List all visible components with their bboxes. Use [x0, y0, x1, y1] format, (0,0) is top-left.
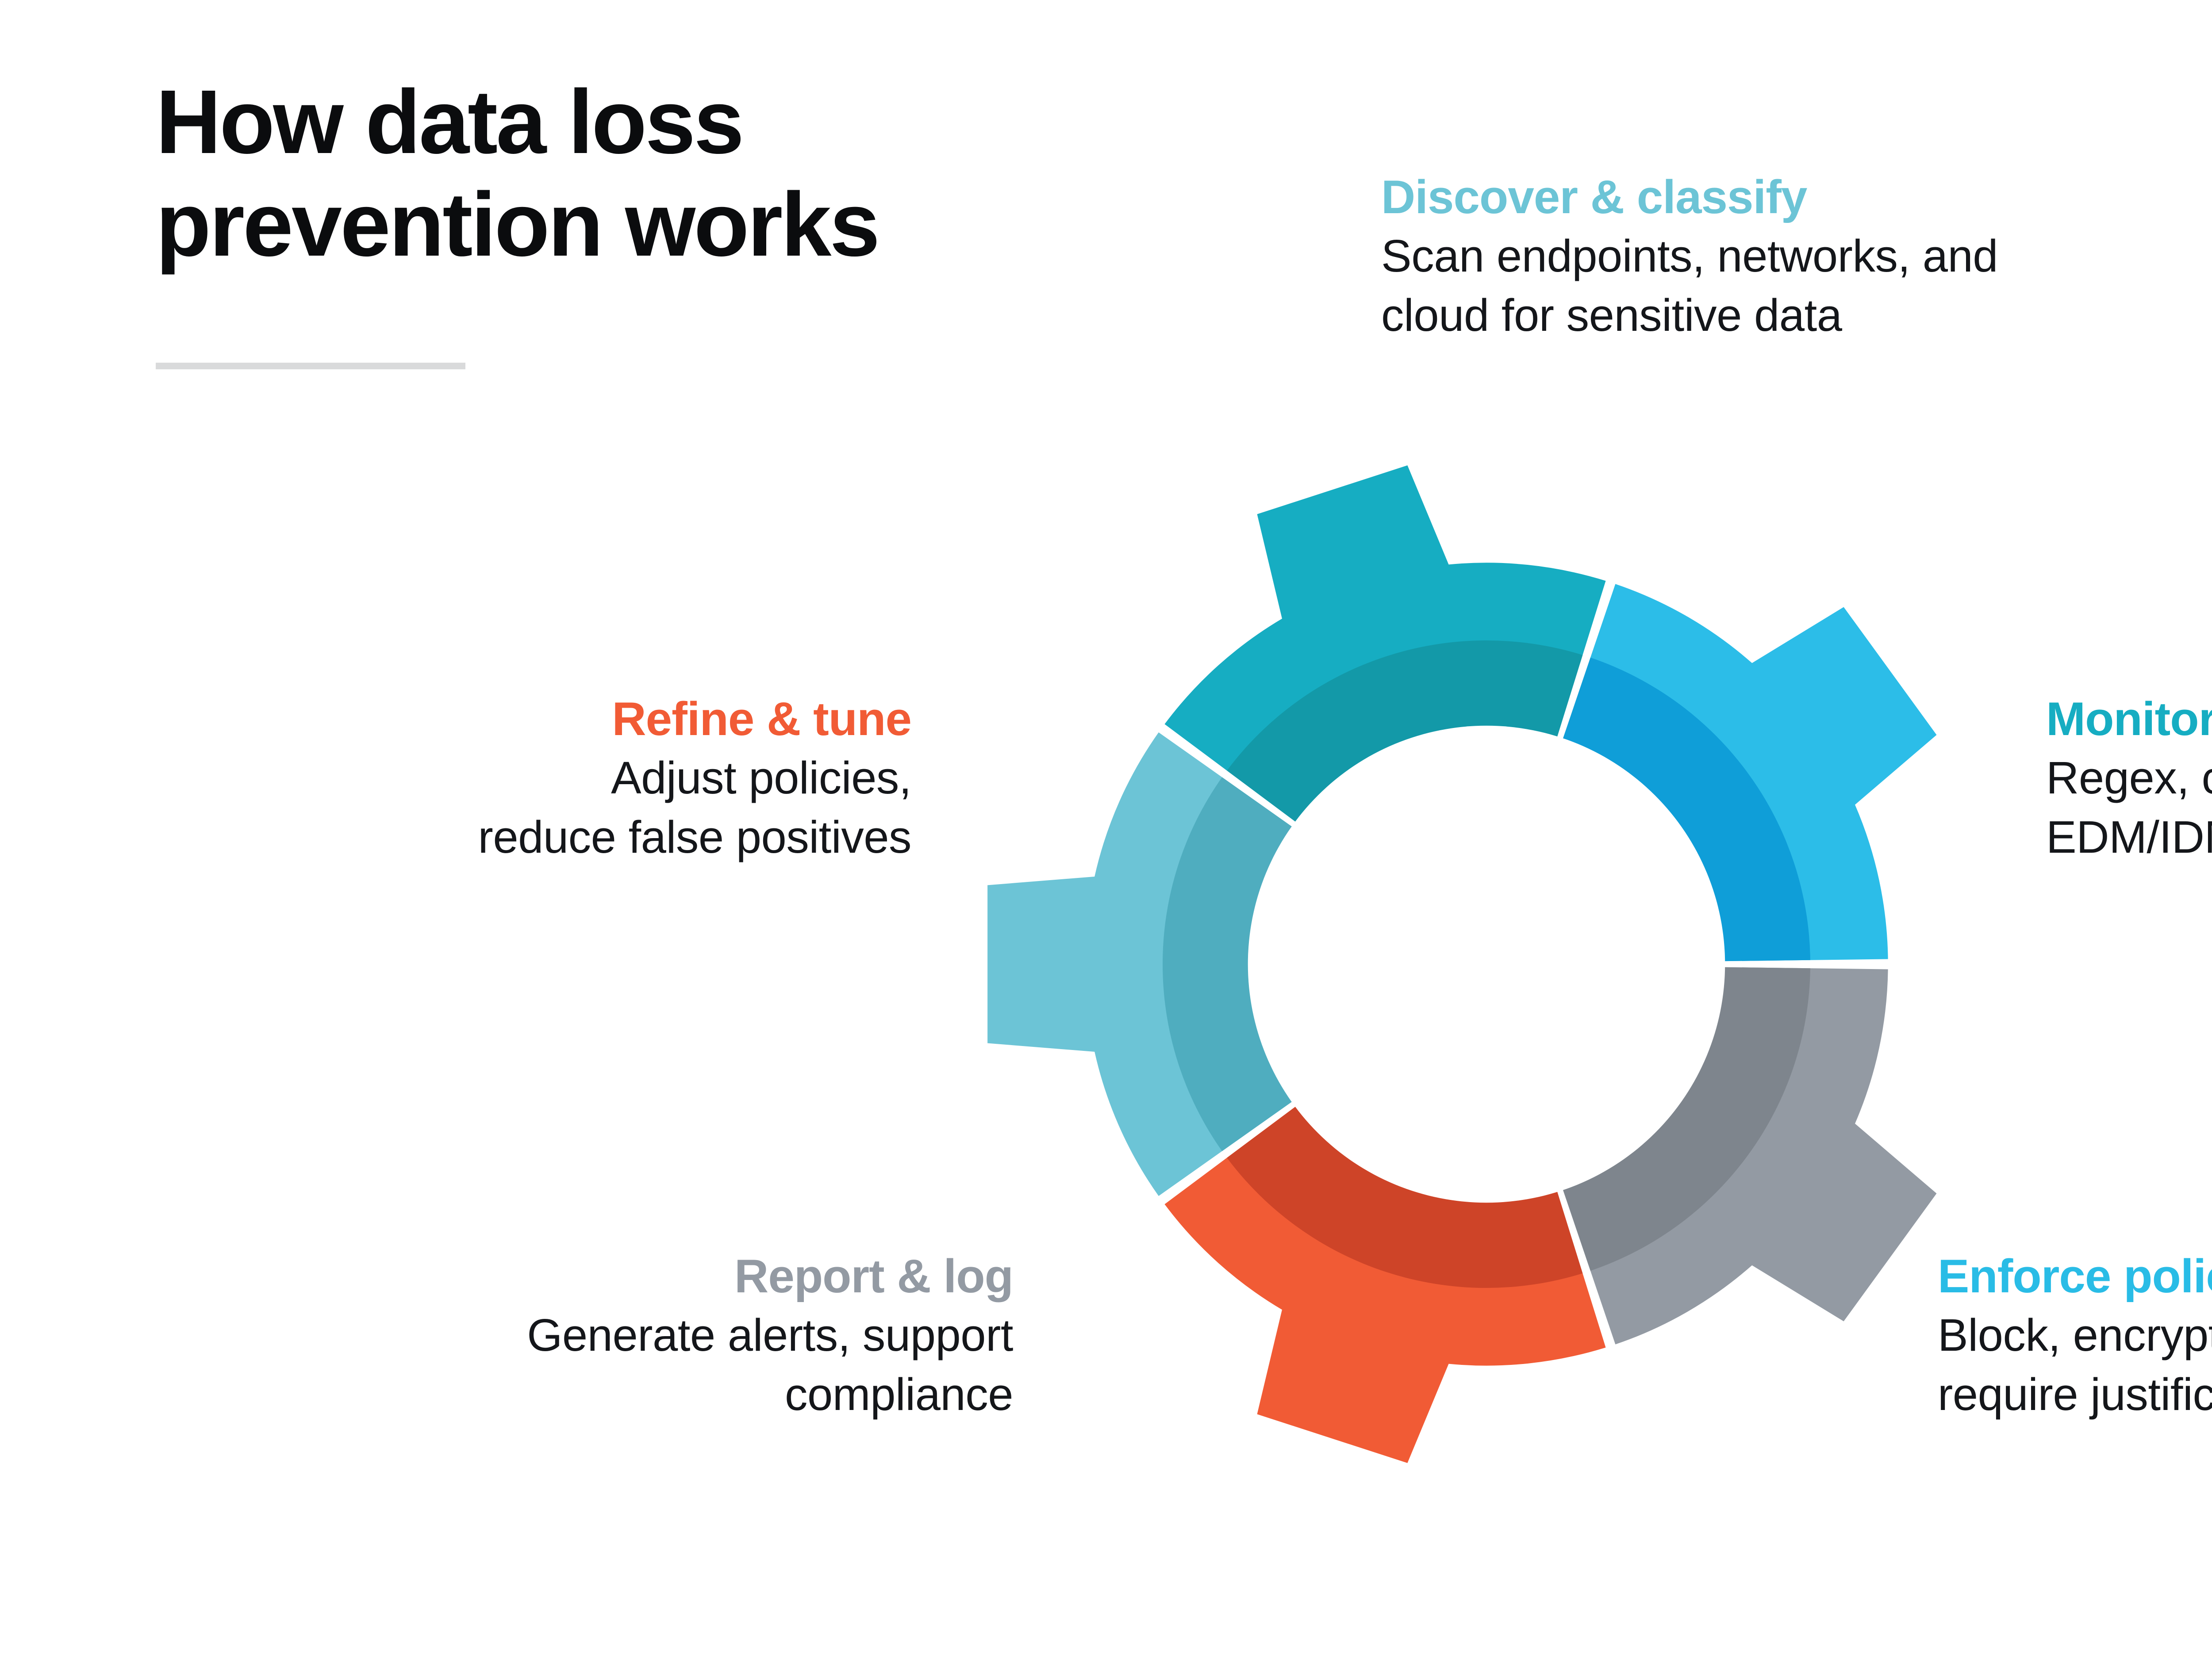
callout-refine-body: Adjust policies, reduce false positives — [478, 752, 912, 863]
callout-monitor-heading: Monitor & inspect — [2046, 692, 2212, 745]
callout-report-log[interactable]: Report & log Generate alerts, support co… — [252, 1248, 1014, 1424]
callout-monitor-body: Regex, checksums, EDM/IDM, OCR, ML — [2046, 752, 2212, 863]
gear-cycle-diagram — [947, 425, 2026, 1504]
gear-svg — [987, 465, 1937, 1463]
callout-discover-body: Scan endpoints, networks, and cloud for … — [1381, 230, 1998, 341]
callout-monitor-inspect[interactable]: Monitor & inspect Regex, checksums, EDM/… — [2046, 691, 2212, 867]
callout-report-heading: Report & log — [734, 1249, 1014, 1303]
gear-segment-report[interactable] — [1561, 967, 1937, 1345]
callout-refine-tune[interactable]: Refine & tune Adjust policies, reduce fa… — [221, 691, 912, 867]
gear-hub — [1248, 725, 1725, 1203]
gear-rings — [1162, 640, 1810, 1288]
page-title: How data loss prevention works — [156, 71, 880, 275]
callout-refine-heading: Refine & tune — [612, 692, 912, 745]
gear-ring-report — [1563, 967, 1810, 1271]
gear-segment-enforce[interactable] — [1561, 584, 1937, 962]
callout-discover-heading: Discover & classify — [1381, 170, 1807, 223]
callout-report-body: Generate alerts, support compliance — [527, 1310, 1013, 1420]
gear-ring-refine — [1227, 1107, 1583, 1288]
callout-enforce-body: Block, encrypt, quarantine, require just… — [1938, 1310, 2212, 1420]
callout-discover-classify[interactable]: Discover & classify Scan endpoints, netw… — [1381, 169, 2212, 345]
gear-ring-enforce — [1563, 657, 1810, 962]
gear-ring-monitor — [1227, 640, 1583, 822]
gear-ring-discover — [1162, 777, 1292, 1151]
title-divider-rule — [156, 363, 465, 369]
callout-enforce-policy[interactable]: Enforce policy Block, encrypt, quarantin… — [1938, 1248, 2212, 1424]
callout-enforce-heading: Enforce policy — [1938, 1249, 2212, 1303]
title-block: How data loss prevention works — [156, 71, 1129, 276]
